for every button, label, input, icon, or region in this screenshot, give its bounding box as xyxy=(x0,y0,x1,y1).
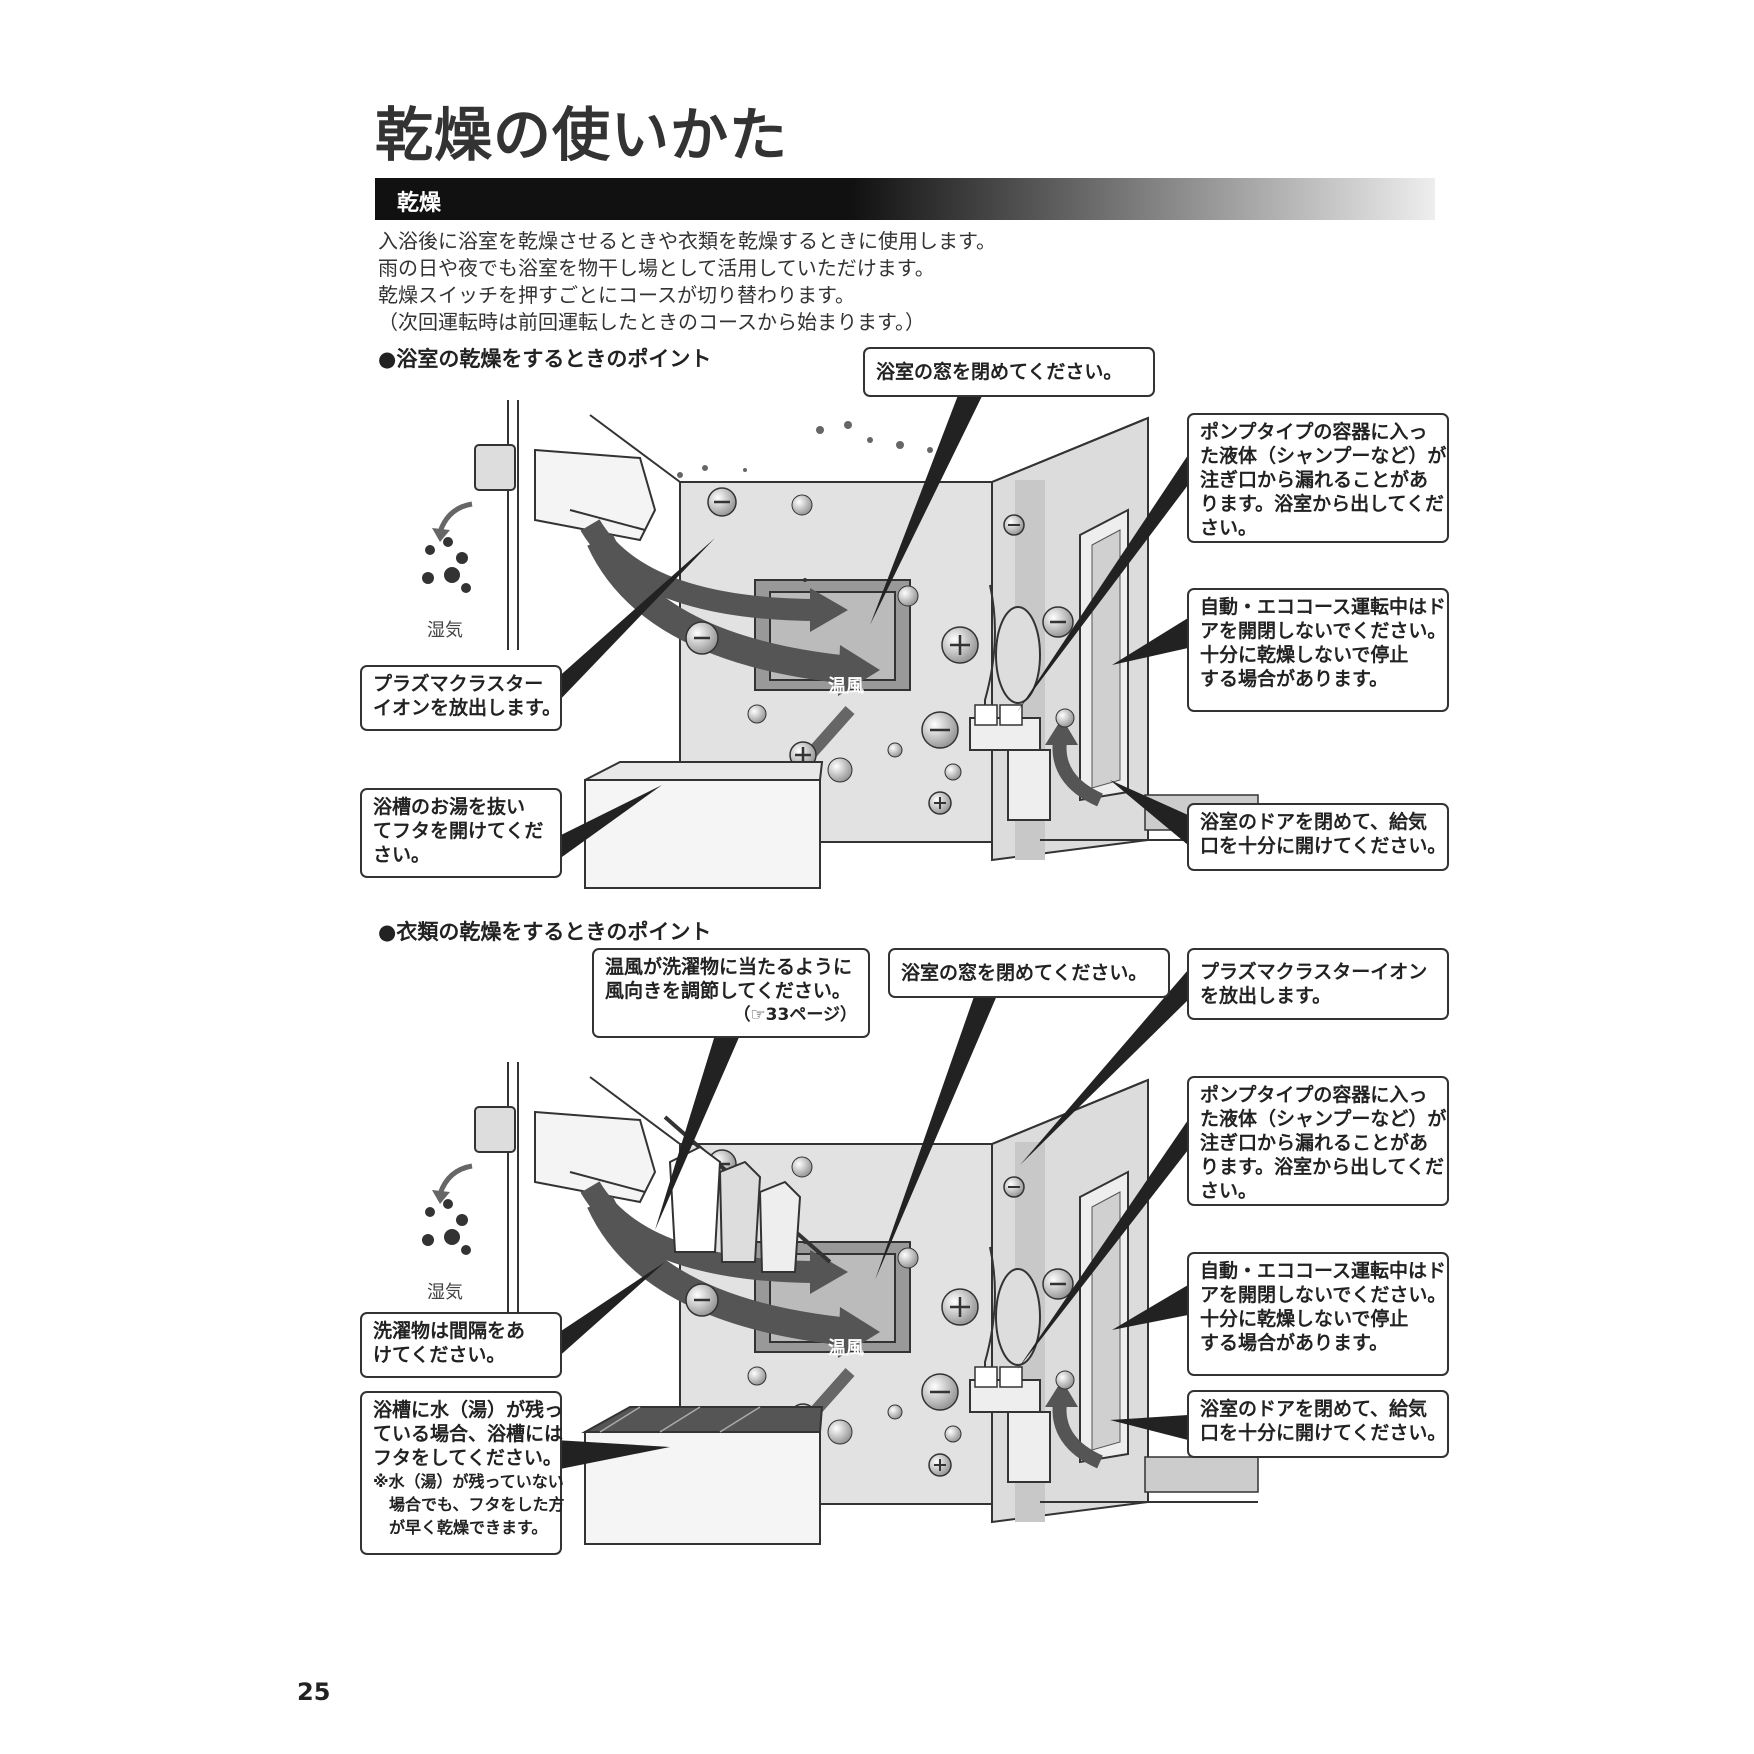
callout-text: 十分に乾燥しないで停止 xyxy=(1200,1308,1409,1330)
callout-door-auto-mode: 自動・エココース運転中はド アを開閉しないでください。 十分に乾燥しないで停止 … xyxy=(1187,588,1449,712)
intro-text: 入浴後に浴室を乾燥させるときや衣類を乾燥するときに使用します。 雨の日や夜でも浴… xyxy=(378,228,996,336)
callout-text: さい。 xyxy=(1200,517,1258,539)
callout-close-window: 浴室の窓を閉めてください。 xyxy=(888,948,1170,998)
callout-text: 風向きを調節してください。 xyxy=(605,980,851,1002)
section-header-label: 乾燥 xyxy=(397,191,442,216)
callout-close-door: 浴室のドアを閉めて、給気 口を十分に開けてください。 xyxy=(1187,803,1449,871)
callout-text: 浴室の窓を閉めてください。 xyxy=(901,962,1148,984)
callout-pointers xyxy=(555,390,1188,1470)
bathroom-section-heading: ●浴室の乾燥をするときのポイント xyxy=(378,347,712,371)
callout-text: ります。浴室から出してくだ xyxy=(1200,1156,1444,1178)
section-header-bar: 乾燥 xyxy=(375,178,1435,220)
callout-text: 自動・エココース運転中はド xyxy=(1200,596,1447,618)
callout-note: ※水（湯）が残っていない xyxy=(373,1472,564,1491)
page-number: 25 xyxy=(297,1678,331,1706)
callout-text: する場合があります。 xyxy=(1200,1332,1389,1354)
callout-text: アを開閉しないでください。 xyxy=(1200,1284,1447,1306)
callout-pump-container: ポンプタイプの容器に入っ た液体（シャンプーなど）が 注ぎ口から漏れることがあ … xyxy=(1187,1076,1449,1206)
callout-text: 自動・エココース運転中はド xyxy=(1200,1260,1447,1282)
callout-text: さい。 xyxy=(1200,1180,1258,1202)
callout-text: 浴室のドアを閉めて、給気 xyxy=(1200,811,1428,833)
callout-text: ります。浴室から出してくだ xyxy=(1200,493,1444,515)
callout-text: 注ぎ口から漏れることがあ xyxy=(1200,1132,1429,1154)
callout-text: ている場合、浴槽には xyxy=(373,1423,564,1445)
callout-text: 浴槽に水（湯）が残っ xyxy=(373,1399,564,1421)
callout-text: を放出します。 xyxy=(1200,985,1332,1007)
callout-text: 浴槽のお湯を抜い xyxy=(373,796,526,818)
clothes-section-heading: ●衣類の乾燥をするときのポイント xyxy=(378,920,712,944)
humidity-label: 湿気 xyxy=(427,620,463,641)
callout-laundry-spacing: 洗濯物は間隔をあ けてください。 xyxy=(360,1312,562,1378)
intro-line: 雨の日や夜でも浴室を物干し場として活用していただけます。 xyxy=(378,256,935,280)
callout-plasmacluster: プラズマクラスターイオン を放出します。 xyxy=(1187,948,1449,1020)
callout-drain-tub: 浴槽のお湯を抜い てフタを開けてくだ さい。 xyxy=(360,788,562,878)
callout-text: 浴室のドアを閉めて、給気 xyxy=(1200,1398,1428,1420)
intro-line: （次回運転時は前回運転したときのコースから始まります。） xyxy=(378,310,925,334)
callout-text: さい。 xyxy=(373,844,431,866)
callout-text: 温風が洗濯物に当たるように xyxy=(605,956,853,978)
callout-text: 口を十分に開けてください。 xyxy=(1200,835,1447,857)
callout-text: 十分に乾燥しないで停止 xyxy=(1200,644,1409,666)
humidity-label: 湿気 xyxy=(427,1282,463,1303)
callout-cover-tub: 浴槽に水（湯）が残っ ている場合、浴槽には フタをしてください。 ※水（湯）が残… xyxy=(360,1391,565,1555)
clothes-scene-illustration xyxy=(422,1062,1258,1545)
callout-text: た液体（シャンプーなど）が xyxy=(1200,445,1447,467)
callout-note: 場合でも、フタをした方 xyxy=(373,1495,565,1514)
callout-plasmacluster: プラズマクラスター イオンを放出します。 xyxy=(360,665,562,731)
callout-text: 洗濯物は間隔をあ xyxy=(373,1320,526,1342)
callout-text: 口を十分に開けてください。 xyxy=(1200,1422,1447,1444)
callout-text: イオンを放出します。 xyxy=(373,697,562,719)
callout-text: ポンプタイプの容器に入っ xyxy=(1200,1084,1428,1106)
page-title: 乾燥の使いかた xyxy=(375,101,789,169)
page-reference: （☞33ページ） xyxy=(733,1005,857,1025)
callout-text: た液体（シャンプーなど）が xyxy=(1200,1108,1447,1130)
callout-text: プラズマクラスター xyxy=(373,673,544,695)
callout-pump-container: ポンプタイプの容器に入っ た液体（シャンプーなど）が 注ぎ口から漏れることがあ … xyxy=(1187,413,1449,543)
warm-air-label: 温風 xyxy=(828,1338,864,1359)
intro-line: 乾燥スイッチを押すごとにコースが切り替わります。 xyxy=(378,283,855,307)
intro-line: 入浴後に浴室を乾燥させるときや衣類を乾燥するときに使用します。 xyxy=(378,229,996,253)
callout-text: ポンプタイプの容器に入っ xyxy=(1200,421,1428,443)
callout-text: する場合があります。 xyxy=(1200,668,1389,690)
callout-text: 浴室の窓を閉めてください。 xyxy=(876,361,1123,383)
callout-wind-direction: 温風が洗濯物に当たるように 風向きを調節してください。 （☞33ページ） xyxy=(592,948,870,1038)
warm-air-label: 温風 xyxy=(828,676,864,697)
bathroom-scene-illustration xyxy=(422,400,1258,889)
callout-text: フタをしてください。 xyxy=(373,1447,562,1469)
callout-close-window: 浴室の窓を閉めてください。 xyxy=(863,347,1155,397)
callout-text: けてください。 xyxy=(373,1344,506,1366)
callout-text: アを開閉しないでください。 xyxy=(1200,620,1447,642)
callout-text: 注ぎ口から漏れることがあ xyxy=(1200,469,1429,491)
callout-text: プラズマクラスターイオン xyxy=(1200,961,1428,983)
callout-door-auto-mode: 自動・エココース運転中はド アを開閉しないでください。 十分に乾燥しないで停止 … xyxy=(1187,1252,1449,1376)
callout-close-door: 浴室のドアを閉めて、給気 口を十分に開けてください。 xyxy=(1187,1390,1449,1458)
callout-note: が早く乾燥できます。 xyxy=(373,1518,548,1537)
callout-text: てフタを開けてくだ xyxy=(373,820,544,842)
